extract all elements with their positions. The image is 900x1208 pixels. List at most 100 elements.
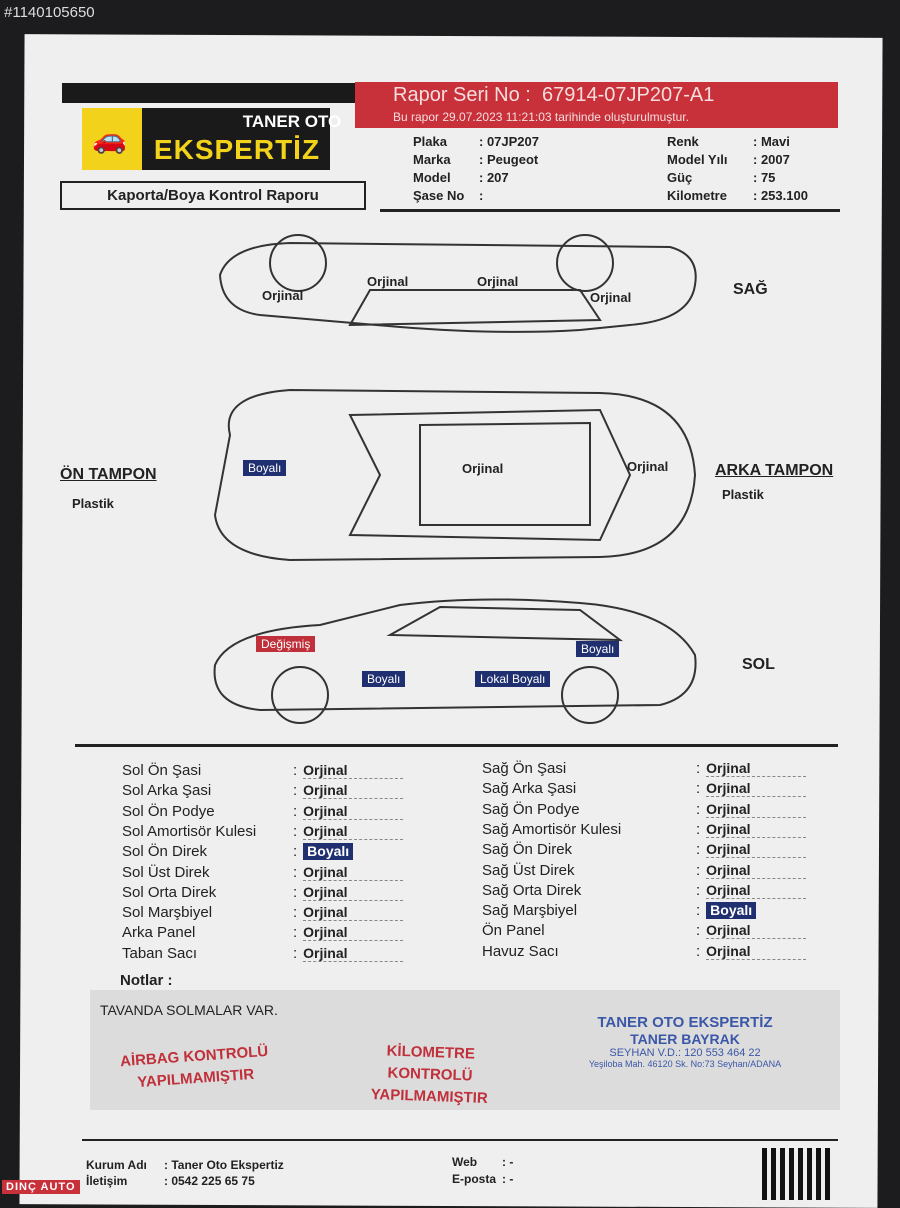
part-status: :Orjinal — [293, 884, 404, 901]
part-name: Sağ Amortisör Kulesi — [482, 820, 622, 838]
vehicle-info-row: Plaka: 07JP207 — [413, 134, 539, 149]
part-status-value: Boyalı — [706, 902, 757, 920]
right-front-fender-status: Orjinal — [262, 288, 304, 303]
vehicle-info-key: Şase No — [413, 188, 465, 203]
part-row: Sol Marşbiyel — [122, 904, 212, 921]
footer-contact: İletişim: 0542 225 65 75 — [86, 1174, 255, 1188]
part-row: Taban Sacı — [122, 945, 197, 962]
vehicle-info-key: Marka — [413, 152, 451, 167]
part-status: :Orjinal — [696, 922, 807, 940]
report-serial: 67914-07JP207-A1 — [541, 84, 715, 106]
vehicle-info-value: : 207 — [479, 170, 509, 185]
part-status-value: Orjinal — [303, 823, 404, 840]
part-row: Sol Üst Direk — [122, 864, 210, 881]
divider — [75, 744, 838, 747]
left-front-fender-status: Değişmiş — [256, 636, 316, 652]
part-status: :Orjinal — [696, 780, 807, 798]
part-row: Arka Panel — [122, 924, 195, 941]
part-status: :Orjinal — [293, 762, 404, 779]
part-status: :Orjinal — [293, 823, 404, 840]
part-row: Sağ Üst Direk — [482, 862, 575, 879]
listing-watermark: #1140105650 — [4, 4, 95, 21]
report-serial-band: Rapor Seri No : 67914-07JP207-A1 Bu rapo… — [355, 82, 838, 128]
part-name: Sol Orta Direk — [122, 883, 217, 901]
right-front-door-status: Orjinal — [367, 274, 409, 289]
part-row: Sol Amortisör Kulesi — [122, 823, 256, 840]
part-status: :Orjinal — [293, 945, 404, 962]
part-status: :Orjinal — [293, 782, 404, 800]
part-row: Sağ Marşbiyel — [482, 902, 577, 919]
part-name: Sağ Ön Direk — [482, 841, 573, 859]
part-row: Sağ Ön Podye — [482, 801, 580, 818]
part-name: Havuz Sacı — [482, 942, 559, 960]
part-status-value: Orjinal — [706, 821, 807, 838]
part-status: :Orjinal — [293, 904, 404, 922]
part-name: Sol Amortisör Kulesi — [122, 822, 257, 840]
vehicle-info-value: : Peugeot — [479, 152, 539, 167]
part-row: Sol Ön Şasi — [122, 762, 201, 779]
rear-bumper-label: ARKA TAMPON — [715, 462, 834, 479]
part-status-value: Boyalı — [303, 843, 354, 861]
part-row: Sağ Amortisör Kulesi — [482, 821, 621, 838]
report-title: Kaporta/Boya Kontrol Raporu — [60, 181, 366, 210]
footer-email: E-posta: - — [452, 1172, 514, 1186]
vehicle-info-row: Model Yılı : 2007 — [667, 152, 790, 167]
vehicle-info-key: Model — [413, 170, 451, 185]
part-name: Arka Panel — [122, 924, 196, 942]
part-status-value: Orjinal — [303, 782, 404, 800]
vehicle-info-value: : 75 — [753, 170, 776, 185]
car-right-side-outline — [218, 234, 697, 333]
part-status: :Orjinal — [696, 943, 807, 960]
footer-web: Web: - — [452, 1155, 514, 1169]
part-row: Sağ Arka Şasi — [482, 780, 576, 797]
part-status: :Orjinal — [696, 882, 807, 899]
footer-company: Kurum Adı: Taner Oto Ekspertiz — [86, 1158, 284, 1172]
divider — [380, 209, 840, 212]
vehicle-info-row: Güç : 75 — [667, 170, 775, 185]
notes-label: Notlar : — [120, 972, 173, 989]
notes-text: TAVANDA SOLMALAR VAR. — [100, 1002, 278, 1018]
part-status: :Boyalı — [696, 902, 757, 920]
vehicle-info-key: Model Yılı — [667, 152, 728, 167]
car-diagram — [213, 234, 697, 724]
part-status: :Orjinal — [293, 924, 404, 942]
car-top-outline — [213, 388, 697, 562]
vehicle-info-key: Renk — [667, 134, 699, 149]
part-row: Sağ Ön Şasi — [482, 760, 566, 777]
part-name: Sağ Marşbiyel — [482, 902, 578, 920]
vehicle-info-value: : 2007 — [753, 152, 790, 167]
left-side-label: SOL — [742, 656, 775, 673]
left-rear-fender-status: Boyalı — [576, 641, 620, 657]
company-stamp: TANER OTO EKSPERTİZ TANER BAYRAK SEYHAN … — [588, 1014, 782, 1069]
dealer-logo: DINÇ AUTO — [2, 1180, 80, 1194]
part-status-value: Orjinal — [303, 762, 404, 779]
part-name: Sol Arka Şasi — [122, 782, 212, 800]
vehicle-info-row: Şase No: — [413, 188, 483, 203]
part-status-value: Orjinal — [303, 945, 404, 962]
part-name: Ön Panel — [482, 922, 545, 940]
part-status: :Orjinal — [696, 760, 807, 777]
rear-bumper-status: Plastik — [722, 487, 764, 502]
vehicle-info-row: Marka : Peugeot — [413, 152, 538, 167]
right-rear-door-status: Orjinal — [477, 274, 519, 289]
part-name: Sağ Ön Şasi — [482, 760, 567, 777]
part-row: Sol Ön Podye — [122, 803, 215, 820]
vehicle-info-key: Güç — [667, 170, 693, 185]
part-name: Sağ Üst Direk — [482, 861, 575, 879]
vehicle-info-value: : — [479, 188, 484, 203]
front-bumper-status: Plastik — [72, 496, 114, 511]
vehicle-info-value: : 07JP207 — [479, 134, 539, 149]
company-logo: 🚗 TANER OTO EKSPERTİZ — [82, 108, 341, 170]
right-rear-fender-status: Orjinal — [590, 290, 632, 305]
vehicle-info-row: Model : 207 — [413, 170, 509, 185]
part-status: :Orjinal — [696, 821, 807, 838]
report-date: Bu rapor 29.07.2023 11:21:03 tarihinde o… — [393, 110, 689, 124]
divider — [82, 1139, 838, 1141]
part-status-value: Orjinal — [706, 780, 807, 798]
qr-code[interactable] — [762, 1148, 832, 1200]
part-name: Sol Ön Direk — [122, 843, 208, 861]
part-status: :Orjinal — [293, 803, 404, 820]
left-rear-door-status: Lokal Boyalı — [475, 671, 551, 687]
part-row: Sağ Orta Direk — [482, 882, 581, 899]
